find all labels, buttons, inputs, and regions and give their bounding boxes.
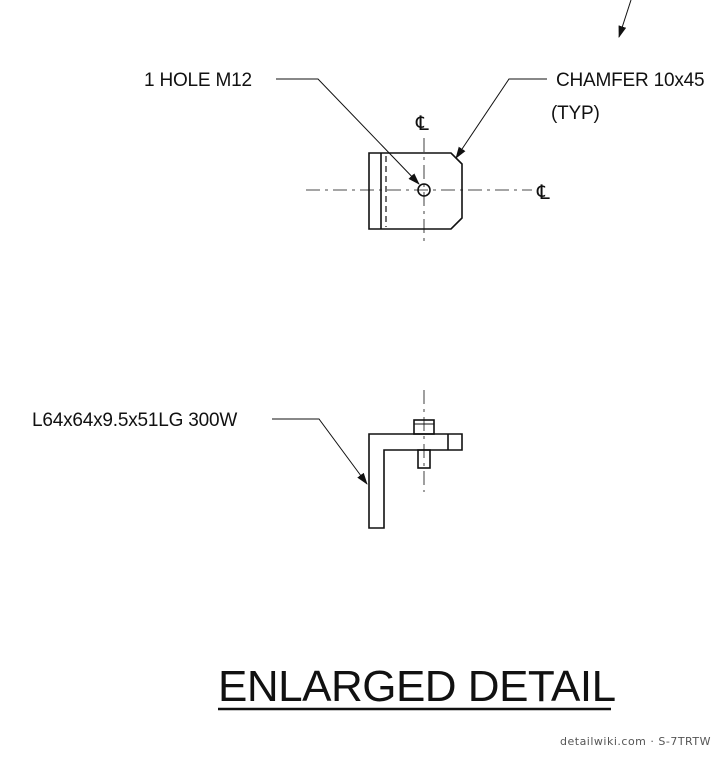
- credit-text: detailwiki.com · S-7TRTW: [560, 735, 711, 748]
- chamfer-label: CHAMFER 10x45: [556, 70, 704, 91]
- plan-plate-outline: [368, 152, 463, 230]
- angle-profile: [368, 433, 463, 529]
- chamfer-leader: [455, 78, 547, 159]
- centerline-symbol-right: ℄: [536, 180, 550, 204]
- angle-label: L64x64x9.5x51LG 300W: [32, 410, 237, 431]
- chamfer-typ-label: (TYP): [551, 103, 600, 124]
- angle-leader: [272, 418, 368, 485]
- hole-leader: [276, 78, 420, 185]
- bolt-shank: [417, 449, 431, 469]
- centerline-symbol-top: ℄: [415, 111, 429, 135]
- offpage-leader-arrow: [618, 0, 632, 38]
- plan-view: [306, 138, 532, 246]
- bolt-nut: [413, 419, 435, 435]
- hole-label: 1 HOLE M12: [144, 70, 252, 91]
- elevation-view: [368, 390, 463, 529]
- detail-title: ENLARGED DETAIL: [218, 662, 616, 711]
